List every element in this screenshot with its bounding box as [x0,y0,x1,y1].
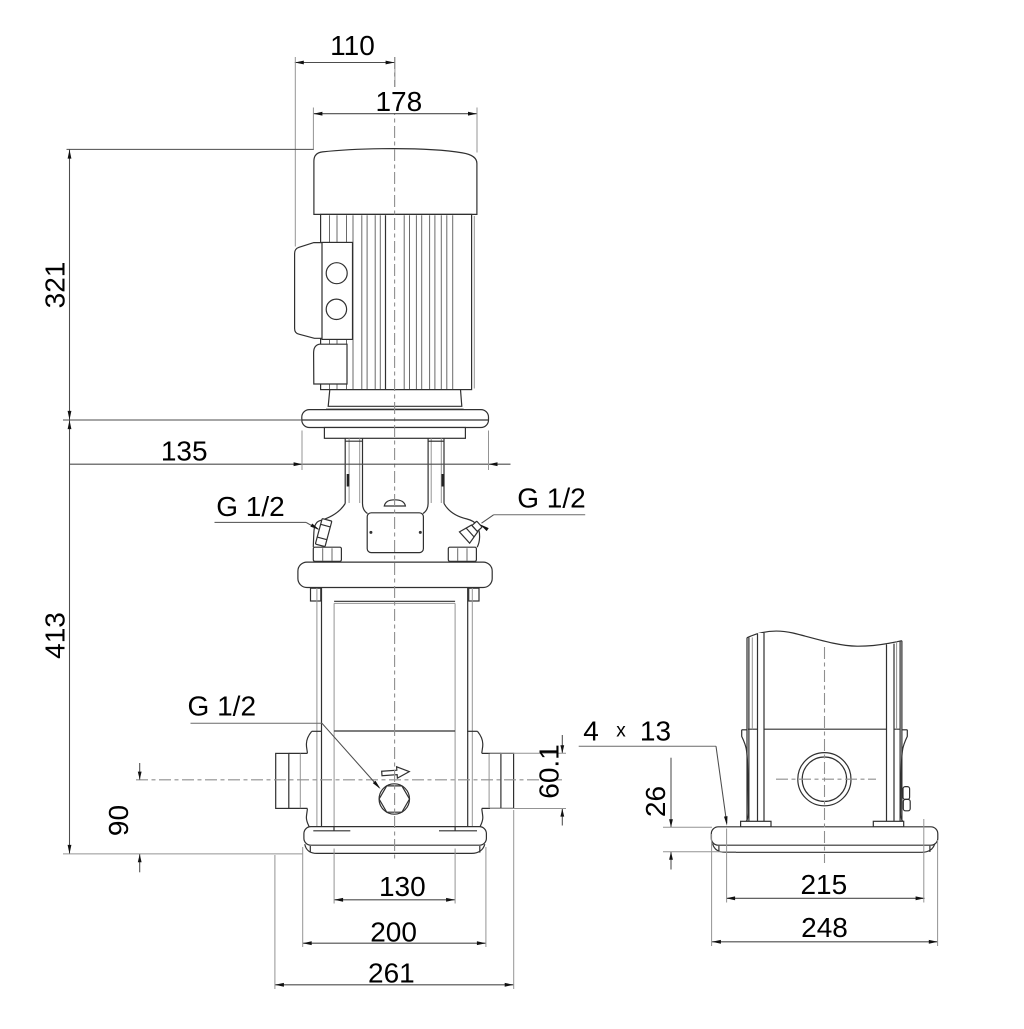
svg-text:110: 110 [330,30,375,61]
svg-text:413: 413 [40,612,71,659]
svg-text:215: 215 [800,869,847,900]
svg-text:4: 4 [583,716,599,747]
svg-text:321: 321 [40,262,71,309]
svg-text:x: x [616,721,626,742]
svg-text:26: 26 [640,786,671,817]
svg-text:261: 261 [368,958,415,989]
svg-text:60.1: 60.1 [534,744,565,799]
svg-text:178: 178 [375,86,422,117]
svg-text:13: 13 [640,716,671,747]
svg-text:248: 248 [801,912,848,943]
svg-text:G 1/2: G 1/2 [517,483,585,514]
svg-text:G 1/2: G 1/2 [216,491,284,522]
svg-text:130: 130 [379,871,426,902]
svg-text:135: 135 [161,436,208,467]
svg-text:G 1/2: G 1/2 [188,691,256,722]
svg-text:90: 90 [103,805,134,836]
svg-text:200: 200 [370,917,417,948]
